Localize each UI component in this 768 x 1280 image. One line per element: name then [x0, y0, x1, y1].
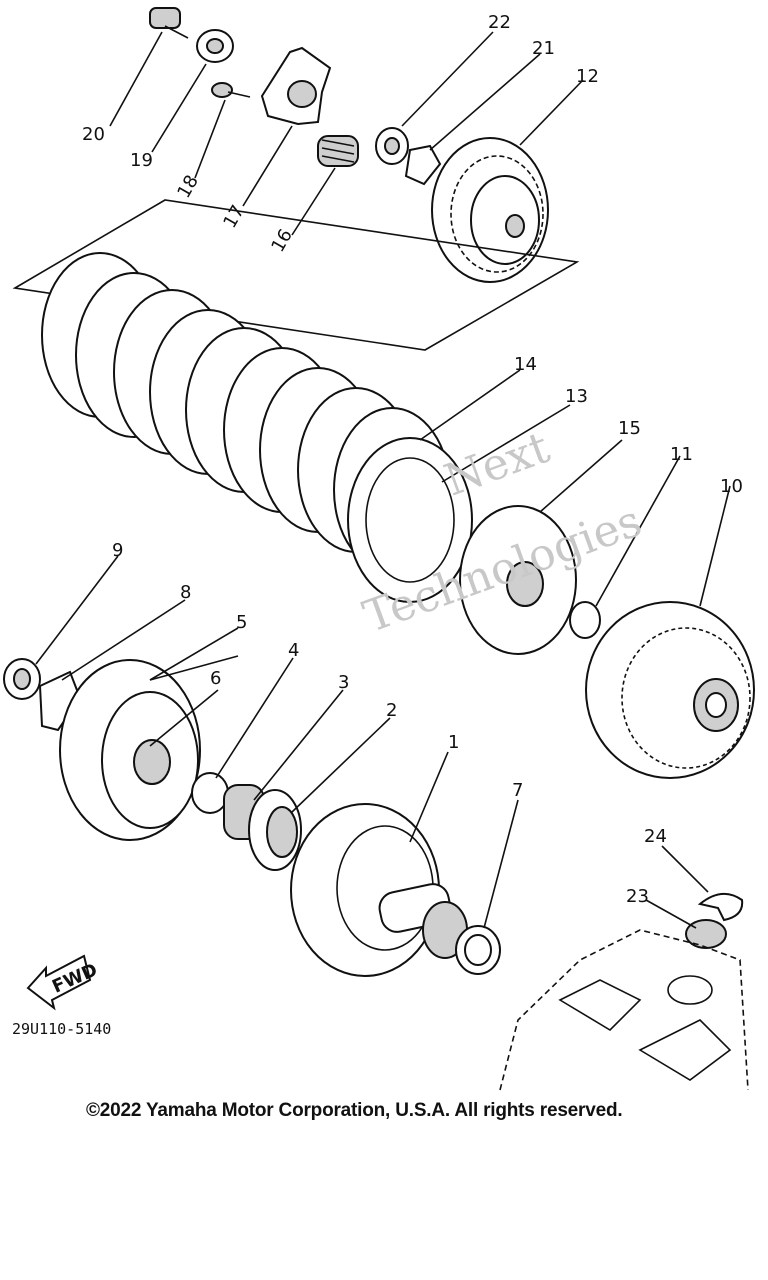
- clutch-plate-group-outline: [12, 199, 580, 351]
- part-23-cap: [685, 919, 727, 949]
- callout-17: 17: [219, 202, 249, 232]
- callout-1: 1: [448, 732, 459, 753]
- part-2-one-way-clutch: [248, 789, 302, 871]
- part-11-lock-washer: [569, 601, 601, 639]
- part-7-washer: [455, 925, 501, 975]
- callout-18: 18: [173, 172, 203, 202]
- part-5-6-centrifugal-clutch: [59, 659, 201, 841]
- part-9-washer: [3, 658, 41, 700]
- callout-20: 20: [82, 124, 105, 145]
- part-21-lock-washer: [404, 144, 442, 186]
- exploded-parts-diagram: 1 2 3 4 5 6 7 8 9 10 11 12 13 14 15 16 1…: [3, 7, 755, 1091]
- callout-19: 19: [130, 150, 153, 171]
- watermark-line-1: Next: [438, 422, 556, 507]
- part-22-washer: [375, 127, 409, 165]
- clutch-plate-stack: [41, 252, 473, 603]
- part-18-screw: [211, 82, 251, 98]
- callout-15: 15: [618, 418, 641, 439]
- callout-4: 4: [288, 640, 299, 661]
- part-15-pressure-plate: [459, 505, 577, 655]
- callout-11: 11: [670, 444, 693, 465]
- part-1-clutch-drum: [290, 803, 468, 977]
- callout-2: 2: [386, 700, 397, 721]
- part-17-plate: [260, 46, 332, 126]
- callout-8: 8: [180, 582, 191, 603]
- callout-13: 13: [565, 386, 588, 407]
- callout-labels: 1 2 3 4 5 6 7 8 9 10 11 12 13 14 15 16 1…: [82, 12, 743, 907]
- fwd-arrow-icon: [26, 954, 92, 1011]
- part-24-circlip: [697, 893, 744, 922]
- callout-10: 10: [720, 476, 743, 497]
- callout-23: 23: [626, 886, 649, 907]
- callout-3: 3: [338, 672, 349, 693]
- part-12-gear-hub: [431, 137, 549, 283]
- parts-drawing: [3, 7, 755, 1091]
- callout-12: 12: [576, 66, 599, 87]
- callout-5: 5: [236, 612, 247, 633]
- part-4-washer: [191, 772, 229, 814]
- drawing-code: 29U110-5140: [12, 1020, 111, 1038]
- callout-6: 6: [210, 668, 221, 689]
- callout-22: 22: [488, 12, 511, 33]
- part-19-bearing: [196, 29, 234, 63]
- crankcase-section: [499, 929, 749, 1091]
- leader-lines: [35, 31, 731, 929]
- copyright-notice: ©2022 Yamaha Motor Corporation, U.S.A. A…: [86, 1100, 623, 1121]
- callout-7: 7: [512, 780, 523, 801]
- callout-16: 16: [267, 226, 297, 256]
- part-10-clutch-housing: [585, 601, 755, 779]
- part-16-spring: [317, 135, 359, 167]
- part-20-bolt: [149, 7, 189, 39]
- callout-14: 14: [514, 354, 537, 375]
- callout-9: 9: [112, 540, 123, 561]
- callout-24: 24: [644, 826, 667, 847]
- callout-21: 21: [532, 38, 555, 59]
